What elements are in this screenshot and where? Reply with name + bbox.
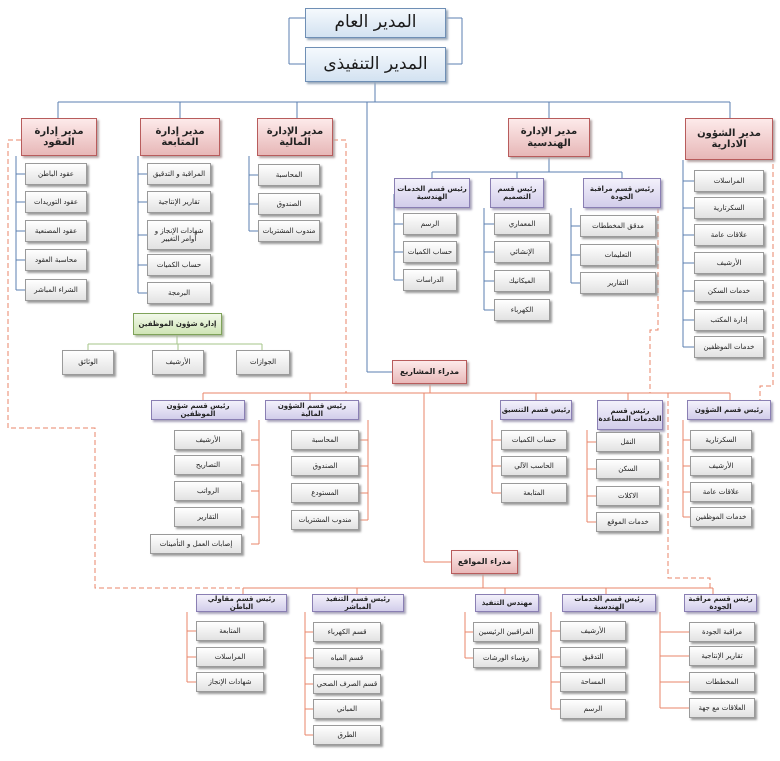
- followup-item: البرمجة: [147, 282, 211, 304]
- proj-aux-item: خدمات الموقع: [596, 512, 660, 532]
- site-eng-item: الأرشيف: [560, 621, 626, 641]
- proj-fin-item: مندوب المشتريات: [291, 510, 359, 530]
- affairs-item: المراسلات: [694, 170, 764, 192]
- finance-item: المحاسبة: [258, 164, 320, 186]
- site-direct-item: الطرق: [313, 725, 381, 745]
- site-direct-item: المباني: [313, 699, 381, 719]
- proj-fin-item: الصندوق: [291, 456, 359, 476]
- site-quality-item: مراقبة الجودة: [689, 622, 755, 642]
- eng-services-item: حساب الكميات: [403, 241, 457, 263]
- site-direct-item: قسم الصرف الصحي: [313, 674, 381, 694]
- proj-fin-item: المستودع: [291, 483, 359, 503]
- finance-item: مندوب المشتريات: [258, 220, 320, 242]
- contracts-item: عقود المصنعية: [25, 220, 87, 242]
- site-direct-item: قسم المياه: [313, 648, 381, 668]
- site-quality-head: رئيس قسم مراقبة الجودة: [684, 594, 757, 612]
- contracts-item: الشراء المباشر: [25, 279, 87, 301]
- proj-coord-head: رئيس قسم التنسيق: [500, 400, 572, 420]
- finance-item: الصندوق: [258, 193, 320, 215]
- director-engineering: مدير الإدارة الهندسية: [508, 118, 590, 157]
- site-eng-item: التدقيق: [560, 647, 626, 667]
- proj-affairs-item: علاقات عامة: [690, 482, 752, 502]
- hr-head: إدارة شؤون الموظفين: [133, 313, 222, 335]
- site-direct-item: قسم الكهرباء: [313, 622, 381, 642]
- executive-manager-box: المدير التنفيذى: [305, 47, 446, 82]
- eng-services-item: الدراسات: [403, 269, 457, 291]
- followup-item: حساب الكميات: [147, 254, 211, 276]
- eng-design-item: الكهرباء: [494, 299, 550, 321]
- sites-managers-box: مدراء المواقع: [451, 550, 518, 574]
- affairs-item: السكرتارية: [694, 197, 764, 219]
- eng-design-item: المعماري: [494, 213, 550, 235]
- proj-fin-item: المحاسبة: [291, 430, 359, 450]
- affairs-item: علاقات عامة: [694, 224, 764, 246]
- proj-aux-item: النقل: [596, 432, 660, 452]
- director-finance: مدير الإدارة المالية: [257, 118, 333, 156]
- proj-staff-item: الأرشيف: [174, 430, 242, 450]
- affairs-item: إدارة المكتب: [694, 309, 764, 331]
- contracts-item: محاسبة العقود: [25, 249, 87, 271]
- eng-quality-head: رئيس قسم مراقبة الجودة: [583, 178, 661, 208]
- eng-quality-item: التعليمات: [580, 244, 656, 266]
- eng-design-head: رئيس قسم التصميم: [490, 178, 544, 208]
- director-affairs: مدير الشؤون الادارية: [685, 118, 773, 160]
- site-eng-head: رئيس قسم الخدمات الهندسية: [562, 594, 656, 612]
- site-direct-head: رئيس قسم التنفيذ المباشر: [312, 594, 404, 612]
- proj-coord-item: الحاسب الآلي: [501, 456, 567, 476]
- proj-fin-head: رئيس قسم الشؤون المالية: [265, 400, 359, 420]
- site-subs-item: شهادات الإنجاز: [196, 672, 264, 692]
- proj-coord-item: المتابعة: [501, 483, 567, 503]
- hr-item: الوثائق: [62, 350, 114, 375]
- hr-item: الأرشيف: [152, 350, 204, 375]
- contracts-item: عقود التوريدات: [25, 191, 87, 213]
- site-exec-item: رؤساء الورشات: [473, 648, 539, 668]
- proj-staff-item: إصابات العمل و التأمينات: [150, 534, 242, 554]
- proj-staff-item: التصاريح: [174, 455, 242, 475]
- site-quality-item: تقارير الإنتاجية: [689, 646, 755, 666]
- proj-affairs-item: خدمات الموظفين: [690, 507, 752, 527]
- eng-services-item: الرسم: [403, 213, 457, 235]
- eng-services-head: رئيس قسم الخدمات الهندسية: [394, 178, 470, 208]
- director-followup: مدير إدارة المتابعة: [140, 118, 220, 156]
- proj-coord-item: حساب الكميات: [501, 430, 567, 450]
- site-quality-item: المخططات: [689, 672, 755, 692]
- proj-affairs-head: رئيس قسم الشؤون: [687, 400, 771, 420]
- proj-staff-item: الرواتب: [174, 481, 242, 501]
- affairs-item: الأرشيف: [694, 252, 764, 274]
- site-subs-head: رئيس قسم مقاولي الباطن: [196, 594, 287, 612]
- site-subs-item: المراسلات: [196, 647, 264, 667]
- affairs-item: خدمات الموظفين: [694, 336, 764, 358]
- eng-quality-item: التقارير: [580, 272, 656, 294]
- proj-aux-head: رئيس قسم الخدمات المساعدة: [597, 400, 663, 430]
- followup-item: شهادات الإنجاز و أوامر التغيير: [147, 220, 211, 250]
- eng-quality-item: مدقق المخططات: [580, 215, 656, 237]
- site-quality-item: العلاقات مع جهة: [689, 698, 755, 718]
- proj-aux-item: الاكلات: [596, 486, 660, 506]
- proj-affairs-item: السكرتارية: [690, 430, 752, 450]
- projects-managers-box: مدراء المشاريع: [392, 360, 467, 384]
- site-subs-item: المتابعة: [196, 621, 264, 641]
- affairs-item: خدمات السكن: [694, 280, 764, 302]
- eng-design-item: الميكانيك: [494, 270, 550, 292]
- site-eng-item: المساحة: [560, 672, 626, 692]
- contracts-item: عقود الباطن: [25, 163, 87, 185]
- followup-item: تقارير الإنتاجية: [147, 191, 211, 213]
- site-exec-head: مهندس التنفيذ: [475, 594, 539, 612]
- proj-affairs-item: الأرشيف: [690, 456, 752, 476]
- proj-aux-item: السكن: [596, 459, 660, 479]
- general-manager-box: المدير العام: [305, 8, 446, 38]
- site-eng-item: الرسم: [560, 699, 626, 719]
- site-exec-item: المراقبين الرئيسين: [473, 622, 539, 642]
- director-contracts: مدير إدارة العقود: [21, 118, 97, 156]
- eng-design-item: الإنشائي: [494, 241, 550, 263]
- proj-staff-head: رئيس قسم شؤون الموظفين: [151, 400, 245, 420]
- proj-staff-item: التقارير: [174, 507, 242, 527]
- hr-item: الجوازات: [236, 350, 290, 375]
- followup-item: المراقبة و التدقيق: [147, 163, 211, 185]
